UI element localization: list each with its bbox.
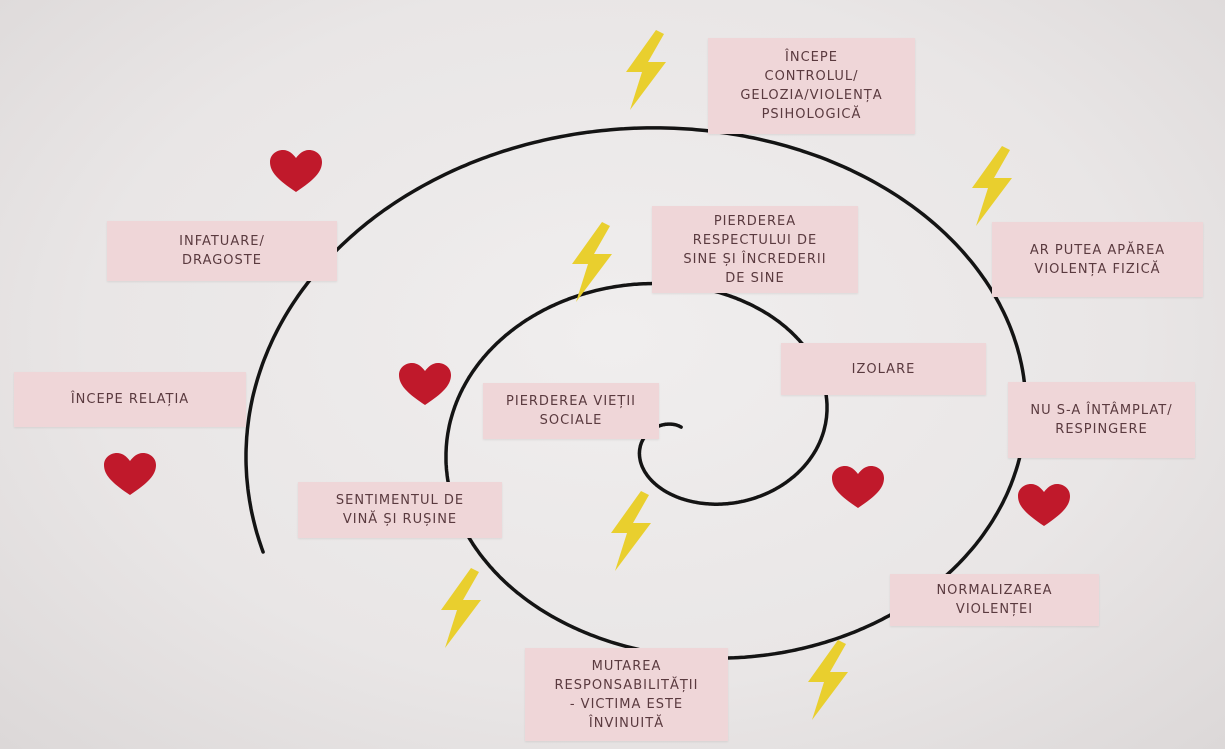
label-infatuare-dragoste: INFATUARE/ DRAGOSTE	[107, 221, 337, 281]
label-violenta-fizica: AR PUTEA APĂREA VIOLENȚA FIZICĂ	[992, 222, 1203, 297]
heart-icon	[399, 363, 451, 405]
label-sentimentul-de-vina: SENTIMENTUL DE VINĂ ȘI RUȘINE	[298, 482, 502, 538]
label-pierderea-vietii-sociale: PIERDEREA VIEȚII SOCIALE	[483, 383, 659, 439]
lightning-bolt-icon	[972, 146, 1012, 226]
lightning-bolt-icon	[626, 30, 666, 110]
label-incepe-controlul: ÎNCEPE CONTROLUL/ GELOZIA/VIOLENȚA PSIHO…	[708, 38, 915, 134]
lightning-bolt-icon	[808, 640, 848, 720]
label-pierderea-respectului: PIERDEREA RESPECTULUI DE SINE ȘI ÎNCREDE…	[652, 206, 858, 293]
lightning-bolt-icon	[572, 222, 612, 302]
label-izolare: IZOLARE	[781, 343, 986, 395]
heart-icon	[104, 453, 156, 495]
heart-icon	[832, 466, 884, 508]
heart-icon	[270, 150, 322, 192]
heart-icon	[1018, 484, 1070, 526]
label-incepe-relatia: ÎNCEPE RELAȚIA	[14, 372, 246, 427]
lightning-bolt-icon	[611, 491, 651, 571]
label-normalizarea-violentei: NORMALIZAREA VIOLENȚEI	[890, 574, 1099, 626]
label-nu-s-a-intamplat: NU S-A ÎNTÂMPLAT/ RESPINGERE	[1008, 382, 1195, 458]
lightning-bolt-icon	[441, 568, 481, 648]
label-mutarea-responsabilitatii: MUTAREA RESPONSABILITĂȚII - VICTIMA ESTE…	[525, 648, 728, 741]
